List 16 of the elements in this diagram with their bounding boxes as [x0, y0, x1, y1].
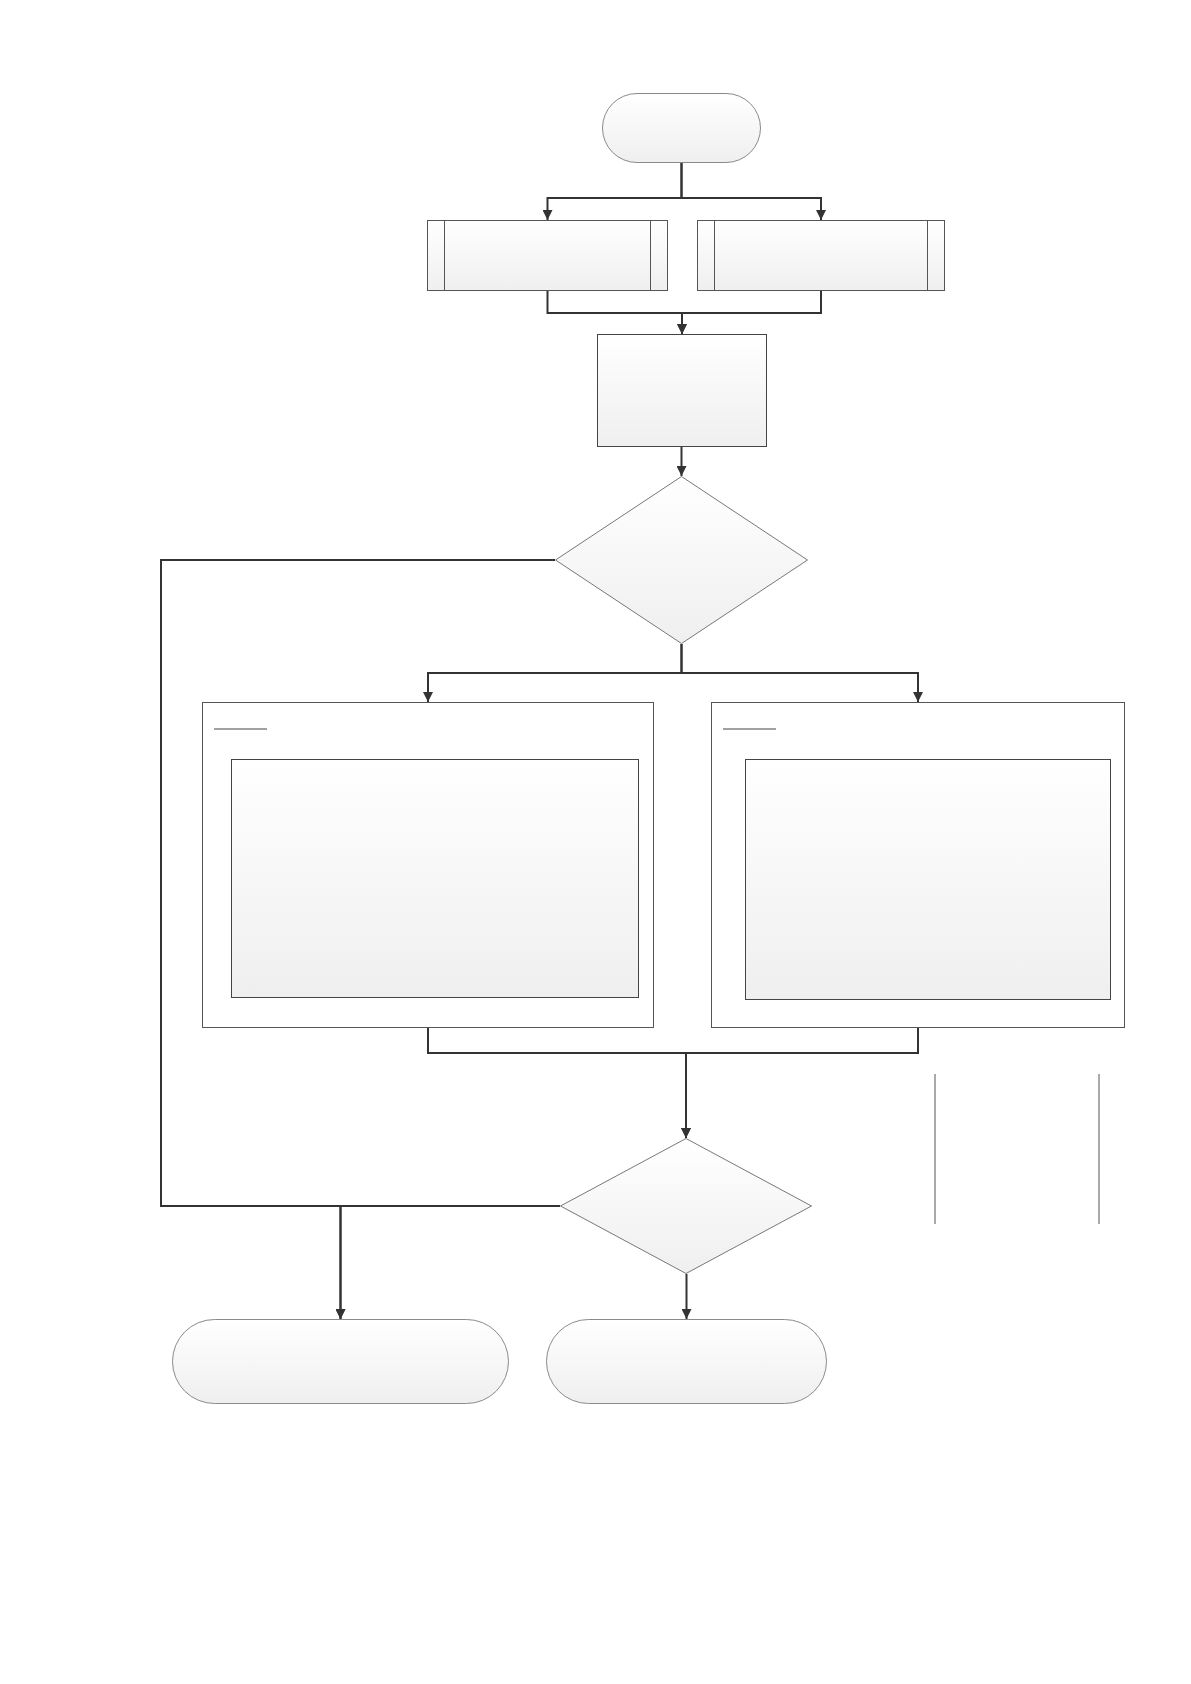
- group-frame: [711, 702, 1125, 1028]
- subprocess-box: [697, 220, 945, 291]
- arrow: [680, 643, 923, 703]
- process-box: [745, 759, 1111, 1000]
- arrow: [335, 1205, 561, 1320]
- process-box: [597, 334, 767, 447]
- arrow: [681, 1027, 919, 1139]
- decision-diamond: [560, 1138, 812, 1274]
- arrow: [681, 1273, 692, 1320]
- decision-diamond: [555, 476, 808, 644]
- group-frame: [202, 702, 654, 1028]
- process-box: [231, 759, 639, 998]
- arrow: [677, 290, 822, 335]
- arrow: [676, 446, 687, 477]
- subprocess-box: [427, 220, 668, 291]
- arrow: [680, 162, 826, 221]
